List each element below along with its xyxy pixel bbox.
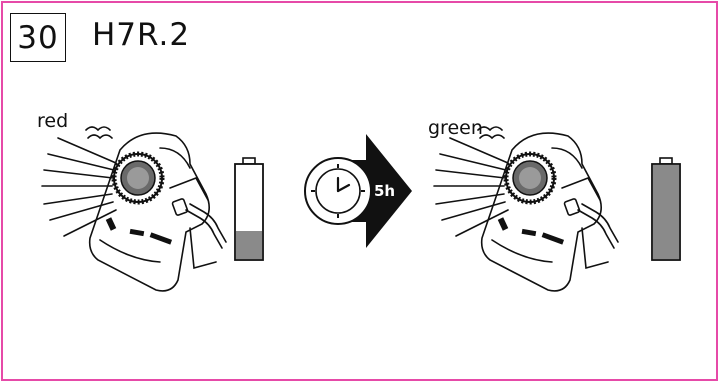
timer-label: 5h [374,182,395,200]
clock-icon [304,157,372,225]
step-number-box: 30 [10,13,66,62]
indicator-label-green: green [428,117,483,139]
battery-right [651,157,681,261]
model-name: H7R.2 [92,17,191,53]
step-number: 30 [17,19,59,56]
battery-left [234,157,264,261]
battery-left-fill [236,231,262,259]
headlamp-charging-left [41,126,227,292]
headlamp-charging-right [433,126,619,292]
indicator-label-red: red [37,110,69,132]
timer-arrow: 5h [304,134,412,248]
battery-right-fill [653,165,679,259]
